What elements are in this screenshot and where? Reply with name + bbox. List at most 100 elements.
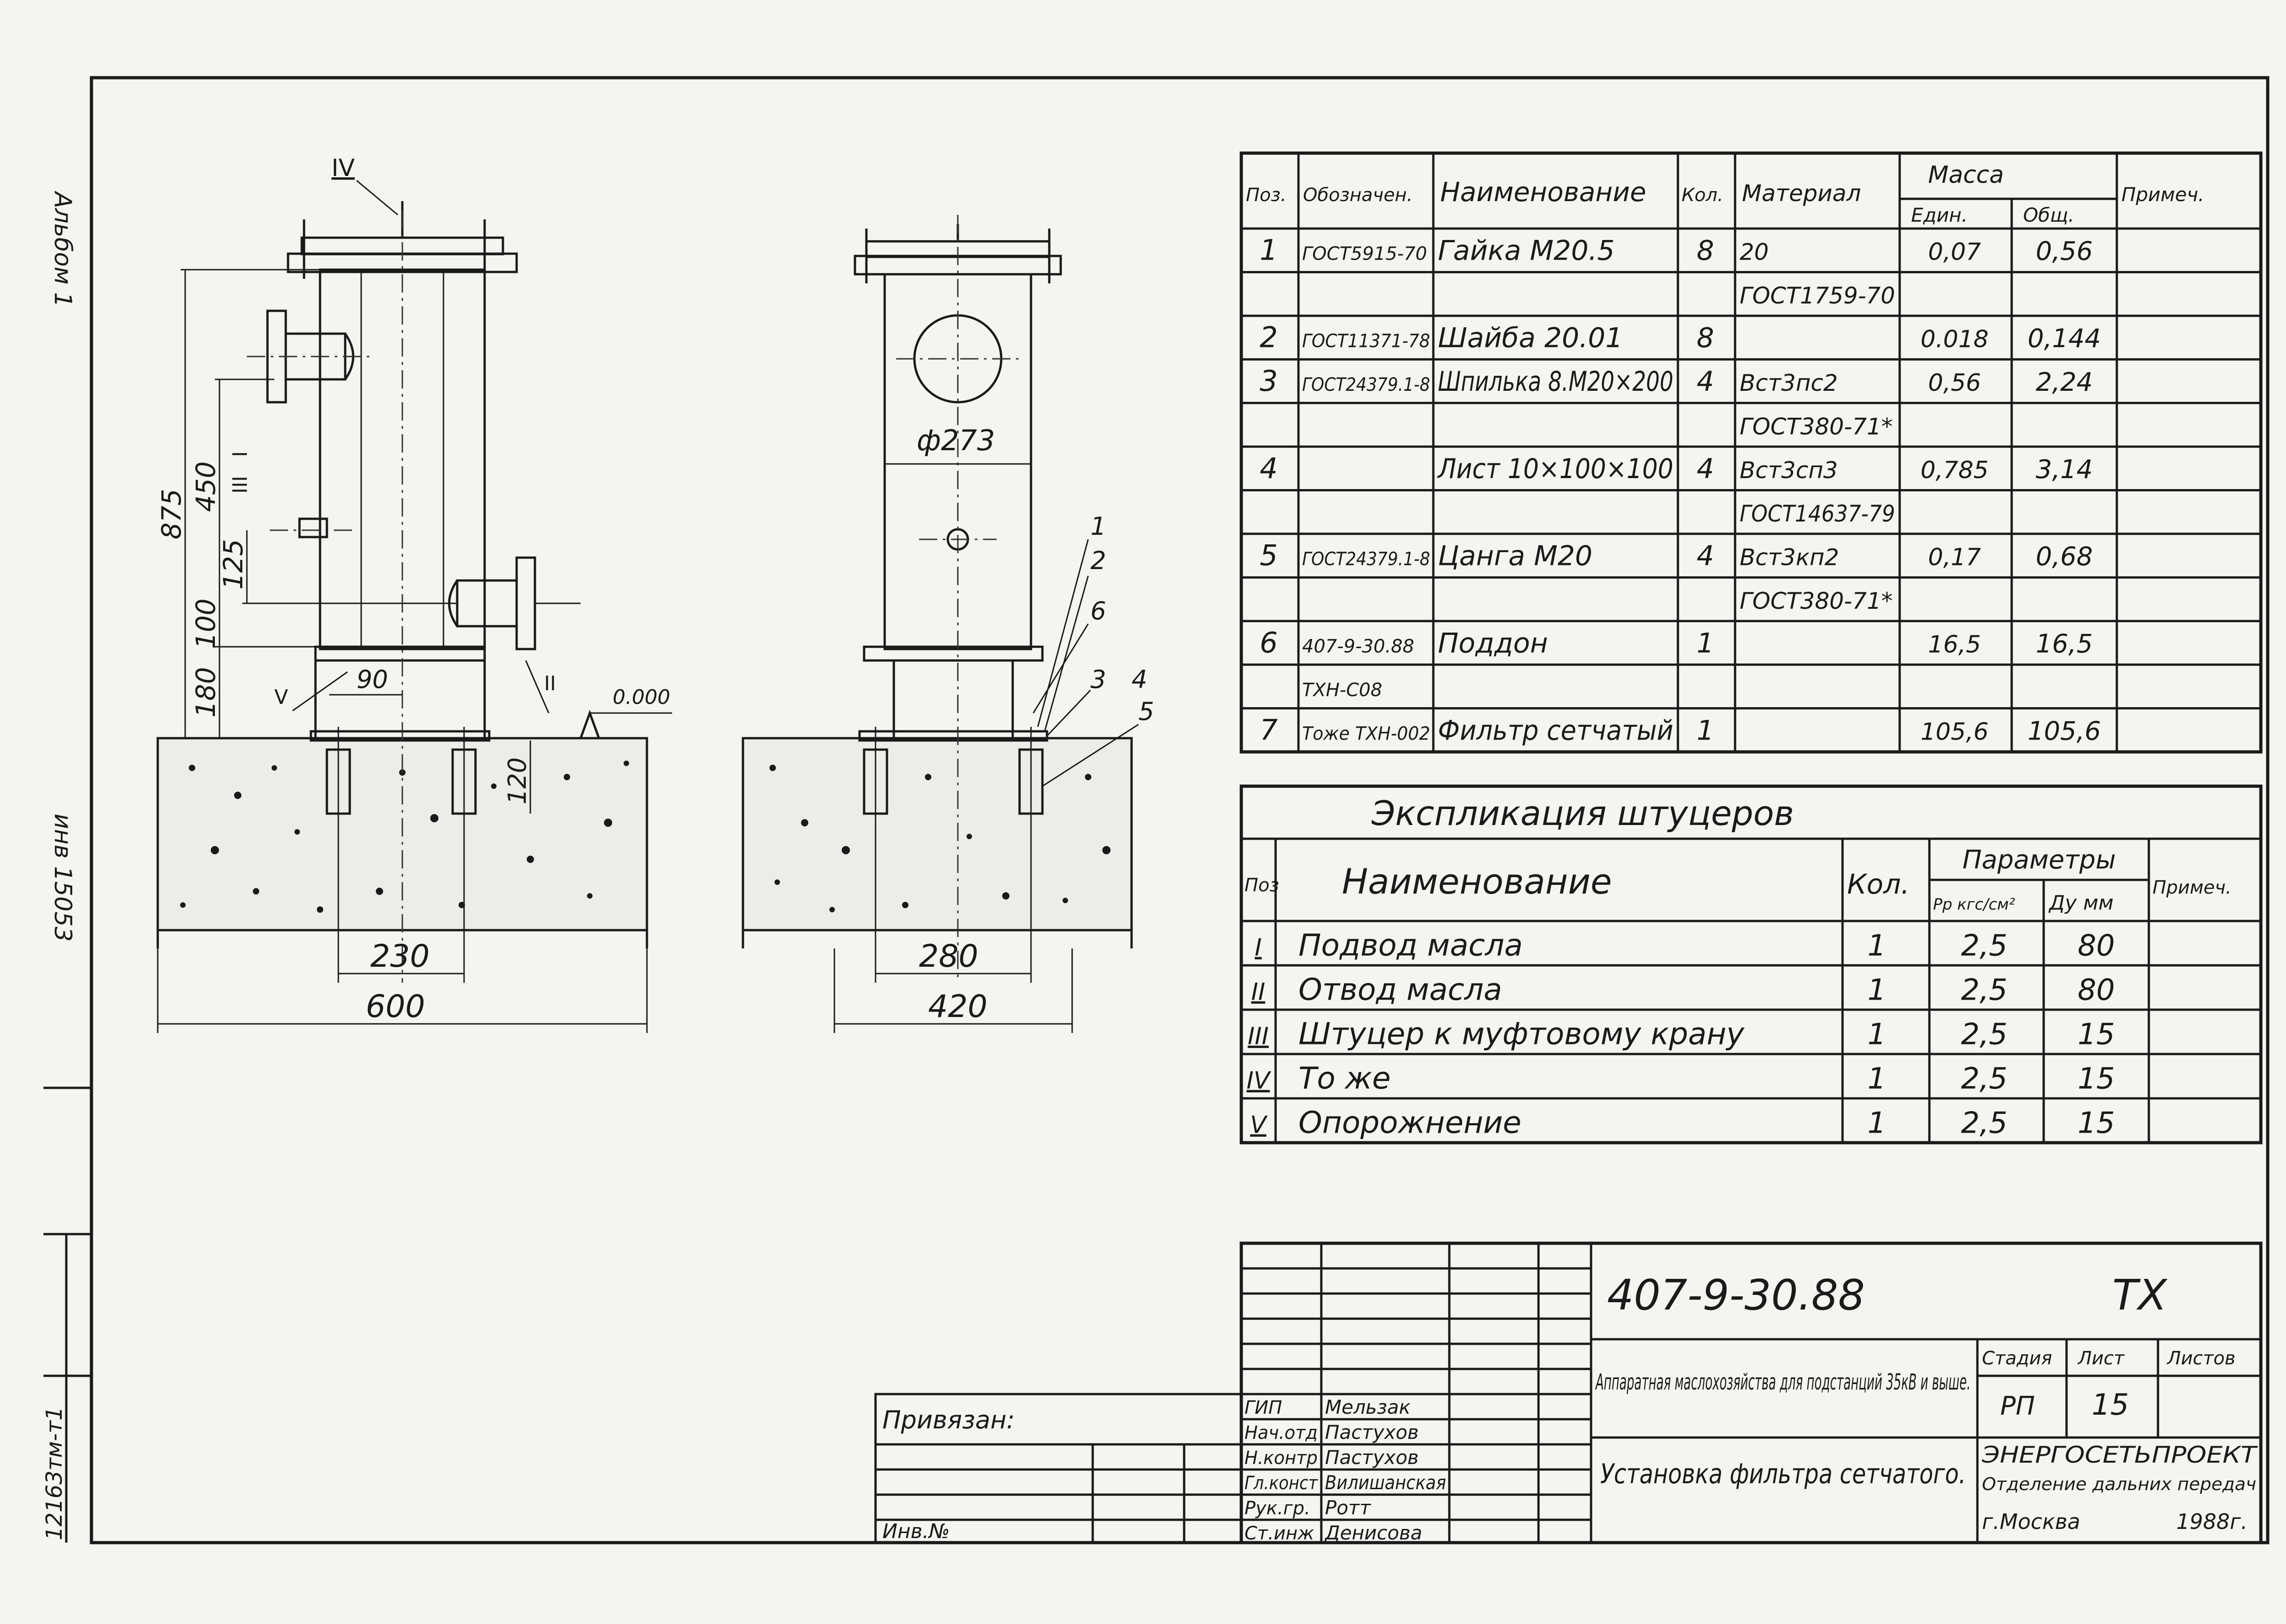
- spec-cell-qty: 4: [1697, 540, 1714, 572]
- spec-cell-qty: 8: [1697, 235, 1714, 267]
- nozzle-header-du: Ду мм: [2048, 891, 2114, 915]
- spec-cell-designation: ТХН-С08: [1302, 680, 1382, 701]
- level-mark: 0.000: [613, 686, 670, 709]
- spec-cell-material: 20: [1740, 239, 1769, 266]
- callout-6: 6: [1090, 596, 1106, 625]
- stage-value: РП: [2000, 1391, 2035, 1421]
- nozzle-cell-pressure: 2,5: [1961, 1018, 2008, 1052]
- spec-cell-pos: 2: [1260, 321, 1277, 354]
- sheet-title: Установка фильтра сетчатого.: [1600, 1458, 1966, 1490]
- spec-cell-total: 0,56: [2036, 237, 2093, 266]
- staff-name: Денисова: [1324, 1522, 1422, 1544]
- spec-cell-pos: 6: [1260, 626, 1277, 659]
- staff-role: ГИП: [1244, 1397, 1282, 1418]
- spec-cell-unit: 0,785: [1921, 457, 1989, 484]
- nozzle-table-title: Экспликация штуцеров: [1371, 794, 1794, 833]
- label-section-i: I: [229, 451, 252, 457]
- bound-label: Привязан:: [882, 1406, 1015, 1434]
- spec-header-qty: Кол.: [1682, 185, 1723, 206]
- spec-cell-name: Шайба 20.01: [1438, 322, 1623, 354]
- spec-cell-designation: ГОСТ24379.1-8: [1302, 549, 1430, 570]
- spec-cell-material: ГОСТ14637-79: [1740, 501, 1895, 527]
- spec-cell-unit: 105,6: [1921, 718, 1989, 745]
- nozzle-cell-pos: II: [1251, 979, 1266, 1006]
- nozzle-header-qty: Кол.: [1847, 868, 1910, 900]
- nozzle-cell-du: 80: [2078, 929, 2115, 963]
- callout-4: 4: [1132, 665, 1147, 694]
- project-title: Аппаратная маслохозяйства для подстанций…: [1595, 1369, 1971, 1395]
- department-name: Отделение дальних передач: [1982, 1474, 2256, 1494]
- spec-cell-designation: ГОСТ5915-70: [1302, 244, 1427, 265]
- spec-cell-material: ГОСТ1759-70: [1740, 282, 1895, 309]
- nozzle-cell-qty: 1: [1868, 974, 1886, 1007]
- dim-diameter-273: ф273: [917, 424, 995, 457]
- nozzle-table: Экспликация штуцеров Поз Наименование Ко…: [1239, 784, 2263, 1145]
- spec-cell-qty: 4: [1697, 453, 1714, 485]
- nozzle-cell-pos: IV: [1247, 1067, 1271, 1095]
- staff-name: Мельзак: [1325, 1396, 1411, 1418]
- callout-1: 1: [1090, 512, 1106, 541]
- label-section-v: V: [274, 686, 288, 709]
- nozzle-cell-qty: 1: [1868, 929, 1886, 963]
- staff-name: Пастухов: [1325, 1421, 1419, 1443]
- spec-cell-total: 105,6: [2028, 716, 2101, 746]
- spec-cell-name: Гайка М20.5: [1438, 235, 1615, 267]
- dim-90: 90: [357, 665, 388, 694]
- callout-3: 3: [1090, 665, 1106, 694]
- staff-name: Пастухов: [1325, 1446, 1419, 1469]
- label-section-ii: II: [544, 672, 556, 695]
- nozzle-header-note: Примеч.: [2152, 877, 2232, 898]
- spec-cell-total: 16,5: [2036, 629, 2093, 659]
- callout-2: 2: [1090, 546, 1106, 575]
- spec-header-mass: Масса: [1928, 161, 2004, 189]
- label-section-iii: III: [229, 476, 252, 494]
- filter-body-front: [319, 268, 486, 650]
- spec-cell-designation: ГОСТ24379.1-8: [1302, 374, 1430, 395]
- sheet-label: Лист: [2077, 1348, 2125, 1369]
- spec-cell-unit: 0,07: [1928, 239, 1981, 266]
- nozzle-cell-qty: 1: [1868, 1018, 1886, 1052]
- dim-100: 100: [190, 598, 221, 649]
- staff-role: Рук.гр.: [1244, 1498, 1310, 1519]
- archive-number: 12163тм-т1: [42, 1406, 67, 1540]
- nozzle-cell-du: 15: [2078, 1062, 2115, 1096]
- dim-600: 600: [366, 989, 425, 1025]
- nozzle-cell-du: 15: [2078, 1107, 2115, 1140]
- sheet-number: 15: [2092, 1388, 2129, 1422]
- staff-role: Гл.конст: [1244, 1473, 1318, 1494]
- nozzle-cell-qty: 1: [1868, 1107, 1886, 1140]
- filter-side-view: ф273 1 2 6 3 4 5 280 420: [742, 215, 1154, 1033]
- city: г.Москва: [1982, 1509, 2080, 1534]
- spec-header-pos: Поз.: [1246, 185, 1287, 206]
- dim-120: 120: [503, 757, 532, 804]
- spec-cell-pos: 4: [1260, 452, 1277, 485]
- binding-block: Привязан: Инв.№: [874, 1393, 1243, 1544]
- spec-table: Поз. Обозначен. Наименование Кол. Матери…: [1239, 151, 2263, 754]
- title-block: 407-9-30.88 ТХ Аппаратная маслохозяйства…: [1239, 1241, 2263, 1544]
- spec-header-note: Примеч.: [2121, 183, 2204, 206]
- spec-cell-material: ГОСТ380-71*: [1740, 413, 1893, 440]
- spec-cell-designation: Тоже ТХН-002: [1302, 723, 1430, 744]
- nozzle-header-pressure: Рр кгс/см²: [1933, 895, 2015, 914]
- dim-230: 230: [370, 938, 430, 974]
- nozzle-header-params: Параметры: [1962, 845, 2115, 875]
- inventory-note: инв 15053: [49, 814, 76, 942]
- callout-5: 5: [1138, 697, 1154, 726]
- nozzle-cell-name: Опорожнение: [1298, 1105, 1522, 1140]
- spec-cell-name: Шпилька 8.М20×200: [1438, 366, 1673, 398]
- spec-cell-name: Фильтр сетчатый: [1438, 714, 1673, 746]
- nozzle-cell-name: Отвод масла: [1298, 972, 1502, 1007]
- dim-125: 125: [218, 539, 249, 590]
- spec-cell-designation: 407-9-30.88: [1302, 636, 1414, 657]
- spec-cell-unit: 0,56: [1928, 369, 1981, 397]
- spec-cell-qty: 8: [1697, 322, 1714, 354]
- spec-cell-pos: 5: [1260, 539, 1277, 572]
- dim-180: 180: [190, 667, 221, 718]
- staff-name: Вилишанская: [1325, 1471, 1446, 1494]
- spec-cell-material: ГОСТ380-71*: [1740, 588, 1893, 614]
- dim-450: 450: [190, 461, 221, 512]
- spec-cell-pos: 3: [1260, 364, 1277, 398]
- dim-420: 420: [928, 989, 988, 1025]
- staff-role: Ст.инж: [1244, 1523, 1314, 1544]
